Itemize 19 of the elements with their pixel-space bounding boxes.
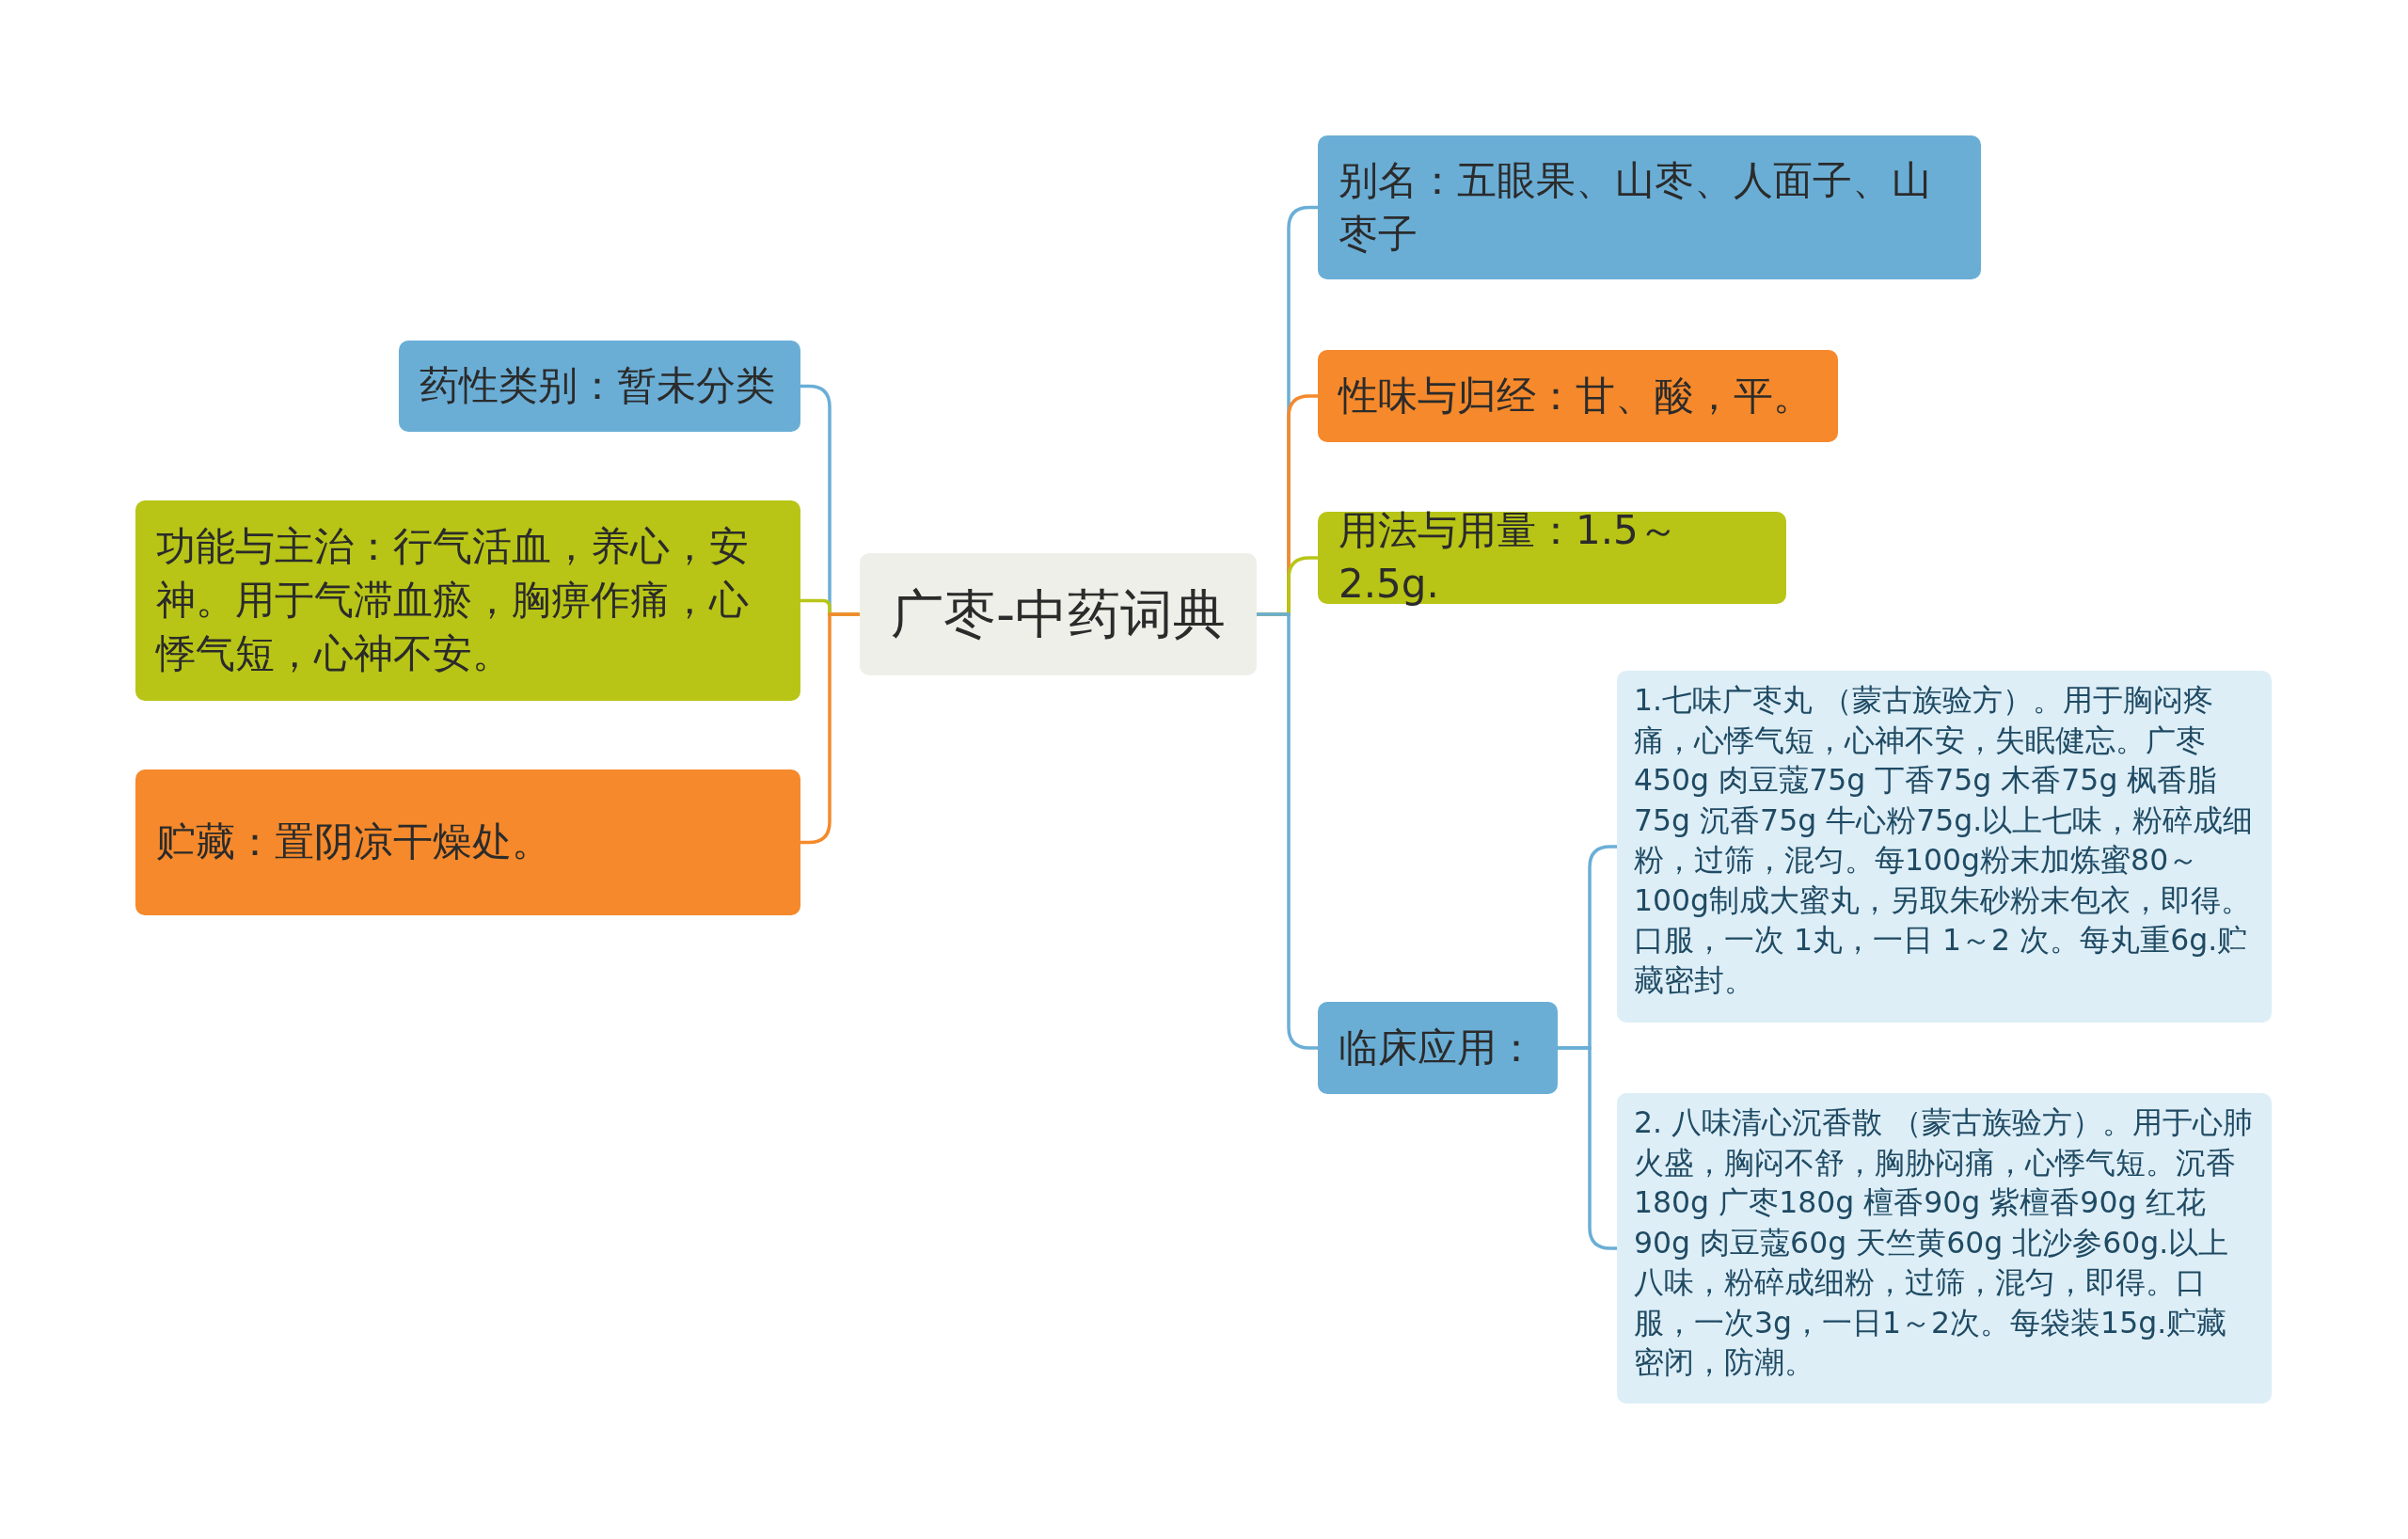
topic-box — [135, 500, 800, 701]
topic-text: 1.七味广枣丸 （蒙古族验方）。用于胸闷疼痛，心悸气短，心神不安，失眠健忘。广枣450g 肉豆蔻75g 丁香75g 木香75g 枫香脂75g 沉香75g 牛心粉75g.以上七味，粉碎成细粉，过筛，混匀。每100g粉末加炼蜜80～100g制成大蜜丸，另取朱砂粉末包衣，即得。口服，一次 1丸，一日 1～2 次。每丸重6g.贮藏密封。 — [1634, 682, 2255, 999]
topic-box — [1318, 1002, 1558, 1094]
topic-text: 用法与用量：1.5～2.5g. — [1339, 506, 1679, 609]
topic-box — [1318, 350, 1838, 442]
topic-text: 功能与主治：行气活血，养心，安神。用于气滞血瘀，胸痹作痛，心悸气短，心神不安。 — [156, 522, 750, 678]
topic-box — [399, 341, 800, 432]
central-topic-text: 广枣-中药词典 — [890, 582, 1227, 647]
topic-text: 性味与归经：甘、酸，平。 — [1339, 371, 1813, 420]
topic-text: 贮藏：置阴凉干燥处。 — [156, 817, 551, 867]
topic-box — [135, 770, 800, 915]
detail-box — [1617, 1093, 2272, 1404]
topic-box — [1318, 135, 1981, 279]
central-topic-box — [860, 553, 1257, 675]
topic-text: 别名：五眼果、山枣、人面子、山枣子 — [1339, 155, 1932, 259]
topic-box — [1318, 512, 1786, 604]
topic-text: 临床应用： — [1339, 1023, 1536, 1072]
topic-text: 药性类别：暂未分类 — [420, 361, 775, 411]
topic-text: 2. 八味清心沉香散 （蒙古族验方）。用于心肺火盛，胸闷不舒，胸胁闷痛，心悸气短。沉香180g 广枣180g 檀香90g 紫檀香90g 红花90g 肉豆蔻60g 天竺黄60g 北沙参60g.以上八味，粉碎成细粉，过筛，混匀，即得。口服，一次3g，一日1～2次。每袋装15g.贮藏密闭，防潮。 — [1634, 1104, 2255, 1382]
